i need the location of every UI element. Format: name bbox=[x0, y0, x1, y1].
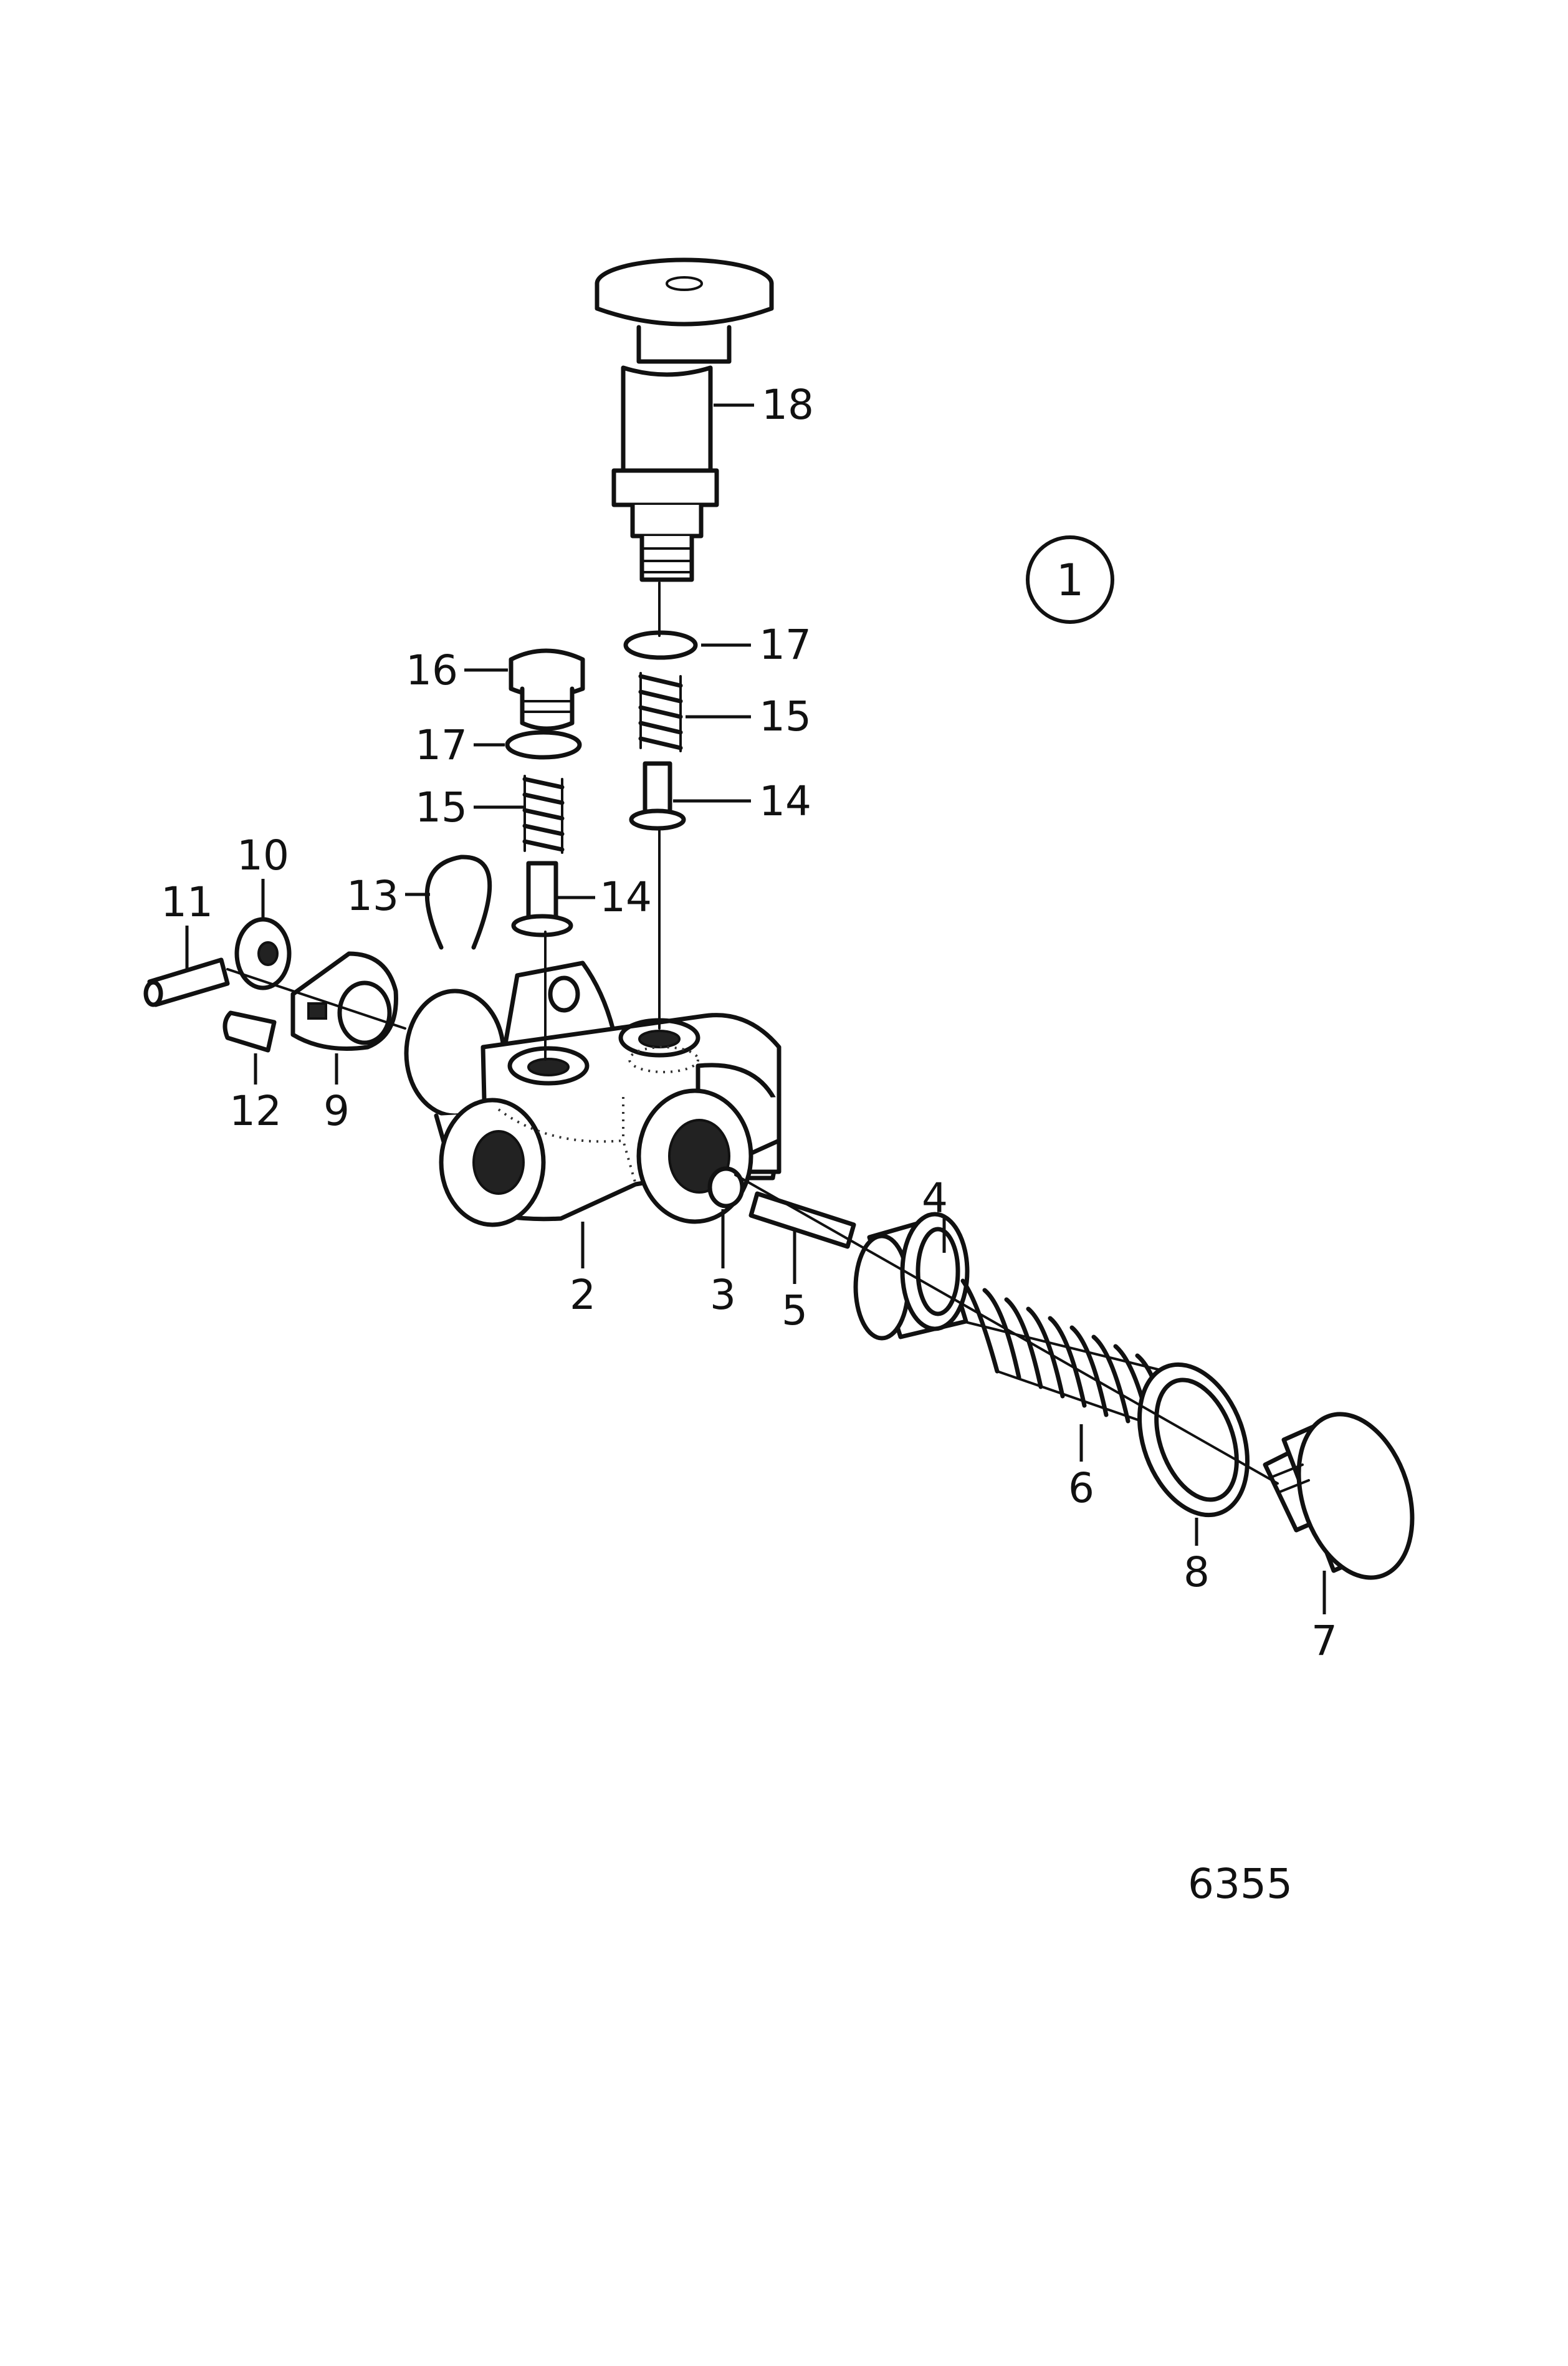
callout-17-right: 17 bbox=[759, 621, 811, 669]
callout-17-left: 17 bbox=[415, 721, 467, 769]
callout-numbers: 18 17 15 14 16 17 15 14 10 11 13 12 9 2 … bbox=[161, 381, 1337, 1665]
spring-part-15-right bbox=[638, 672, 683, 752]
plug-part-16 bbox=[509, 648, 585, 731]
callout-12: 12 bbox=[229, 1087, 282, 1135]
o-ring-part-17-right bbox=[623, 630, 698, 660]
valve-part-14-left bbox=[511, 861, 573, 937]
primer-pump-part-18 bbox=[595, 257, 774, 582]
callout-5: 5 bbox=[782, 1286, 808, 1334]
end-plug-part-7 bbox=[1263, 1412, 1415, 1580]
washer-part-8 bbox=[1137, 1362, 1250, 1518]
callout-15-left: 15 bbox=[415, 783, 467, 831]
assembly-axis-lines bbox=[226, 582, 1279, 1485]
callout-15-right: 15 bbox=[759, 692, 811, 740]
callout-16: 16 bbox=[406, 646, 458, 694]
callout-4: 4 bbox=[922, 1174, 948, 1222]
circlip-part-13 bbox=[424, 855, 492, 950]
drawing-number: 6355 bbox=[1188, 1860, 1293, 1908]
callout-6: 6 bbox=[1068, 1464, 1094, 1512]
lever-part-9 bbox=[290, 951, 398, 1051]
valve-part-14-right bbox=[629, 761, 686, 831]
key-part-12 bbox=[222, 1010, 277, 1053]
figure-number-circle: 1 bbox=[1026, 535, 1114, 624]
callout-13: 13 bbox=[347, 872, 399, 920]
callout-11: 11 bbox=[161, 878, 213, 926]
callout-14-right: 14 bbox=[759, 777, 811, 825]
callout-10: 10 bbox=[237, 831, 289, 879]
callout-18: 18 bbox=[762, 381, 814, 429]
rod-part-5 bbox=[748, 1191, 856, 1249]
ball-part-3 bbox=[707, 1166, 745, 1209]
nut-part-10 bbox=[234, 917, 292, 990]
callout-leaders bbox=[185, 403, 1326, 1614]
callout-9: 9 bbox=[323, 1087, 350, 1135]
spring-part-15-left bbox=[522, 775, 565, 854]
callout-7: 7 bbox=[1311, 1617, 1337, 1665]
pin-part-11 bbox=[143, 957, 230, 1007]
callout-2: 2 bbox=[570, 1271, 596, 1319]
pump-housing-part-2 bbox=[404, 960, 782, 1227]
figure-number: 1 bbox=[1056, 555, 1084, 606]
spring-part-6 bbox=[960, 1278, 1171, 1433]
callout-8: 8 bbox=[1183, 1548, 1210, 1596]
o-ring-part-17-left bbox=[505, 730, 582, 760]
callout-3: 3 bbox=[710, 1271, 736, 1319]
callout-14-left: 14 bbox=[600, 873, 652, 921]
